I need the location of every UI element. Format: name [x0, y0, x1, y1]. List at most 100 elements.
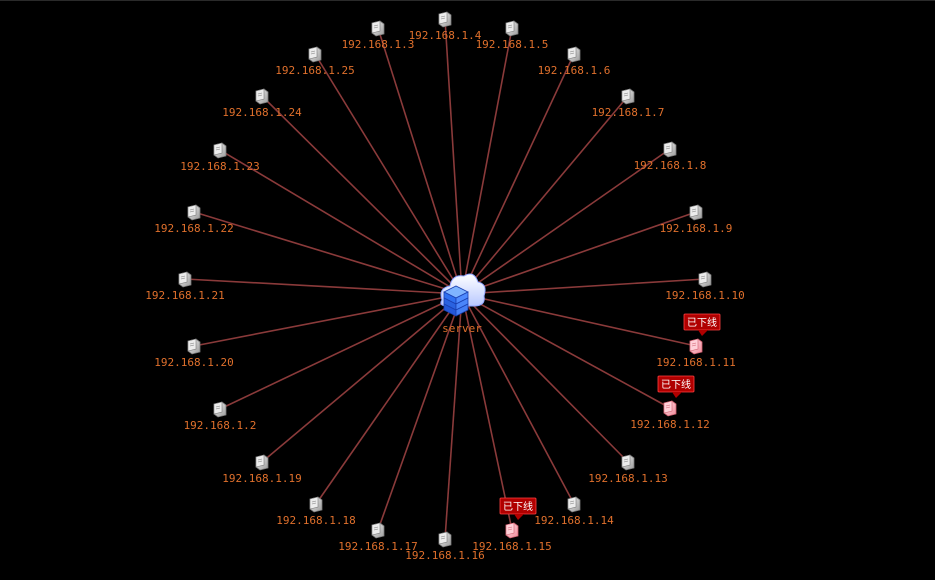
- computer-icon: [308, 46, 322, 63]
- link-line: [461, 293, 697, 347]
- link-line: [461, 293, 513, 531]
- computer-icon: [698, 271, 712, 288]
- offline-badge: 已下线: [683, 313, 721, 336]
- offline-badge: 已下线: [499, 497, 537, 520]
- host-ip-label: 192.168.1.2: [184, 419, 257, 432]
- host-node[interactable]: 192.168.1.17: [338, 522, 418, 553]
- offline-badge-label: 已下线: [503, 500, 533, 513]
- host-ip-label: 192.168.1.20: [154, 356, 233, 369]
- host-ip-label: 192.168.1.24: [222, 106, 302, 119]
- cloud-server-icon: [440, 273, 486, 317]
- host-node[interactable]: 192.168.1.7: [592, 88, 665, 119]
- link-line: [461, 293, 629, 463]
- link-line: [314, 53, 463, 295]
- link-line: [261, 293, 463, 463]
- link-line: [461, 293, 671, 409]
- host-node[interactable]: 192.168.1.21: [145, 271, 225, 302]
- host-ip-label: 192.168.1.13: [588, 472, 667, 485]
- computer-icon: [505, 20, 519, 37]
- host-node[interactable]: 192.168.1.24: [222, 88, 302, 119]
- link-line: [461, 278, 706, 295]
- host-node[interactable]: 192.168.1.11 已下线: [656, 313, 736, 369]
- link-line: [193, 211, 463, 295]
- host-ip-label: 192.168.1.10: [665, 289, 744, 302]
- offline-badge-label: 已下线: [661, 378, 691, 391]
- host-ip-label: 192.168.1.25: [275, 64, 354, 77]
- host-node[interactable]: 192.168.1.22: [154, 204, 234, 235]
- link-line: [461, 95, 629, 295]
- host-node[interactable]: 192.168.1.12 已下线: [630, 375, 710, 431]
- host-ip-label: 192.168.1.4: [409, 29, 482, 42]
- host-ip-label: 192.168.1.6: [538, 64, 611, 77]
- link-line: [461, 211, 697, 295]
- link-line: [461, 293, 575, 505]
- host-node[interactable]: 192.168.1.4: [409, 11, 482, 42]
- host-node[interactable]: 192.168.1.2: [184, 401, 257, 432]
- host-node[interactable]: 192.168.1.20: [154, 338, 234, 369]
- host-node[interactable]: 192.168.1.10: [665, 271, 745, 302]
- host-node[interactable]: 192.168.1.23: [180, 142, 260, 173]
- host-node[interactable]: 192.168.1.14: [534, 496, 614, 527]
- link-line: [444, 18, 463, 295]
- host-ip-label: 192.168.1.17: [338, 540, 417, 553]
- server-node[interactable]: server: [440, 273, 486, 335]
- computer-icon: [663, 400, 677, 417]
- host-node[interactable]: 192.168.1.19: [222, 454, 302, 485]
- link-line: [444, 293, 463, 540]
- computer-icon: [505, 522, 519, 539]
- link-line: [193, 293, 463, 347]
- offline-badge: 已下线: [657, 375, 695, 398]
- computer-icon: [213, 401, 227, 418]
- computer-icon: [255, 454, 269, 471]
- computer-icon: [187, 204, 201, 221]
- computer-icon: [187, 338, 201, 355]
- link-line: [219, 293, 463, 410]
- host-node[interactable]: 192.168.1.16: [405, 531, 485, 562]
- host-ip-label: 192.168.1.14: [534, 514, 614, 527]
- computer-icon: [438, 531, 452, 548]
- host-node[interactable]: 192.168.1.5: [476, 20, 549, 51]
- computer-icon: [621, 88, 635, 105]
- host-node[interactable]: 192.168.1.8: [634, 141, 707, 172]
- host-node[interactable]: 192.168.1.13: [588, 454, 668, 485]
- link-line: [461, 148, 671, 295]
- host-ip-label: 192.168.1.12: [630, 418, 709, 431]
- server-label: server: [442, 322, 482, 335]
- host-node[interactable]: 192.168.1.6: [538, 46, 611, 77]
- host-node[interactable]: 192.168.1.3: [342, 20, 415, 51]
- host-node[interactable]: 192.168.1.15 已下线: [472, 497, 552, 553]
- computer-icon: [689, 338, 703, 355]
- host-ip-label: 192.168.1.23: [180, 160, 259, 173]
- link-line: [261, 95, 463, 295]
- host-ip-label: 192.168.1.21: [145, 289, 224, 302]
- host-ip-label: 192.168.1.16: [405, 549, 484, 562]
- computer-icon: [621, 454, 635, 471]
- host-ip-label: 192.168.1.15: [472, 540, 551, 553]
- computer-icon: [371, 20, 385, 37]
- host-node[interactable]: 192.168.1.9: [660, 204, 733, 235]
- host-ip-label: 192.168.1.5: [476, 38, 549, 51]
- computer-icon: [178, 271, 192, 288]
- host-node[interactable]: 192.168.1.18: [276, 496, 356, 527]
- host-ip-label: 192.168.1.19: [222, 472, 301, 485]
- host-ip-label: 192.168.1.3: [342, 38, 415, 51]
- host-ip-label: 192.168.1.8: [634, 159, 707, 172]
- link-line: [377, 27, 463, 295]
- link-line: [377, 293, 463, 531]
- link-line: [461, 27, 513, 295]
- computer-icon: [438, 11, 452, 28]
- host-ip-label: 192.168.1.11: [656, 356, 735, 369]
- host-ip-label: 192.168.1.22: [154, 222, 233, 235]
- computer-icon: [371, 522, 385, 539]
- offline-badge-label: 已下线: [687, 316, 717, 329]
- computer-icon: [567, 496, 581, 513]
- host-ip-label: 192.168.1.7: [592, 106, 665, 119]
- computer-icon: [213, 142, 227, 159]
- computer-icon: [663, 141, 677, 158]
- host-node[interactable]: 192.168.1.25: [275, 46, 355, 77]
- computer-icon: [255, 88, 269, 105]
- computer-icon: [309, 496, 323, 513]
